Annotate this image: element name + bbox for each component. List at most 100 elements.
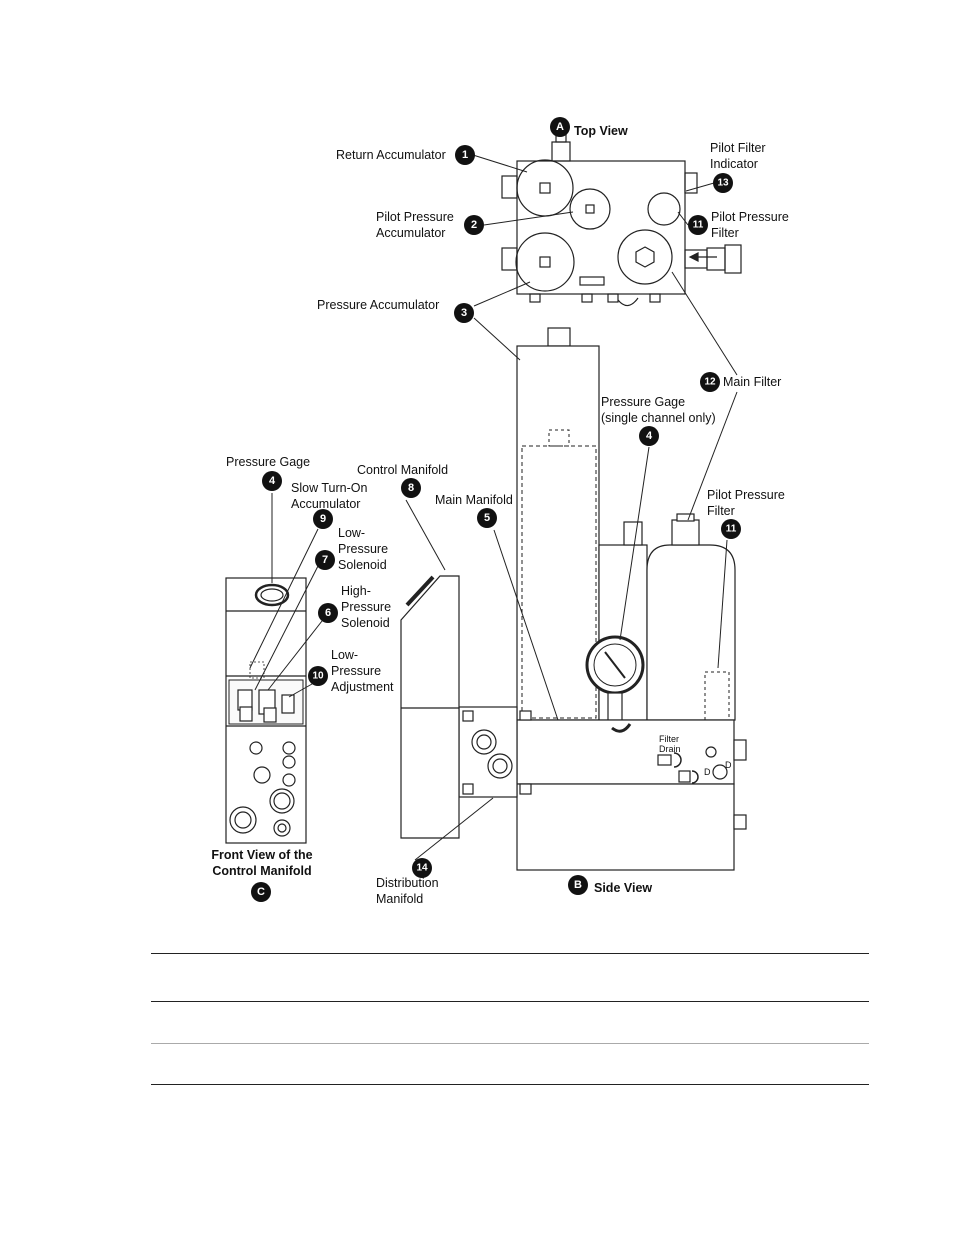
callout-marker-5: 5	[477, 508, 497, 528]
callout-markers: A B C 1 2 3 13 11 12 4 4 9 7 6 10 8 5 11…	[251, 117, 741, 902]
label-pilot-pressure-accumulator-1: Pilot Pressure	[376, 210, 454, 224]
svg-text:13: 13	[717, 178, 729, 189]
svg-text:7: 7	[322, 554, 328, 566]
callout-marker-10: 10	[308, 666, 328, 686]
accumulator-cap	[547, 327, 571, 347]
svg-text:A: A	[556, 121, 564, 133]
svg-text:4: 4	[269, 475, 276, 487]
callout-marker-4-front: 4	[262, 471, 282, 491]
label-low-pressure-adjustment-2: Pressure	[331, 664, 381, 678]
label-pilot-pressure-accumulator-2: Accumulator	[376, 226, 445, 240]
pressure-accumulator-shape	[515, 232, 575, 292]
accumulator-hidden	[521, 445, 597, 719]
pilot-pressure-accumulator-shape	[569, 188, 611, 230]
top-view-label: Top View	[574, 124, 628, 138]
label-pressure-gage-side-1: Pressure Gage	[601, 395, 685, 409]
elbow	[611, 723, 632, 733]
label-slow-turn-on-1: Slow Turn-On	[291, 481, 367, 495]
filter-drain-port	[657, 754, 672, 766]
label-control-manifold: Control Manifold	[357, 463, 448, 477]
label-pilot-pressure-filter-top-2: Filter	[711, 226, 739, 240]
fitting	[649, 293, 661, 303]
label-filter-drain-2: Drain	[659, 744, 681, 754]
callout-marker-3: 3	[454, 303, 474, 323]
arrow-head	[688, 252, 699, 262]
fitting	[607, 293, 619, 303]
label-main-manifold: Main Manifold	[435, 493, 513, 507]
svg-text:B: B	[574, 879, 582, 891]
view-marker-a: A	[550, 117, 570, 137]
hex-nut	[635, 246, 655, 268]
front-view-label-2: Control Manifold	[212, 864, 311, 878]
view-marker-b: B	[568, 875, 588, 895]
label-low-pressure-solenoid-3: Solenoid	[338, 558, 387, 572]
top-view	[501, 133, 742, 307]
svg-text:5: 5	[484, 512, 490, 524]
control-manifold-body	[400, 575, 460, 839]
svg-text:6: 6	[325, 607, 331, 619]
svg-text:12: 12	[704, 377, 716, 388]
label-pilot-filter-indicator-2: Indicator	[710, 157, 758, 171]
label-pilot-filter-indicator-1: Pilot Filter	[710, 141, 766, 155]
svg-text:1: 1	[462, 149, 468, 161]
label-main-filter: Main Filter	[723, 375, 781, 389]
table-rule-bottom	[151, 1084, 869, 1085]
fitting	[501, 175, 518, 199]
callout-marker-7: 7	[315, 550, 335, 570]
callout-marker-6: 6	[318, 603, 338, 623]
fitting	[724, 244, 742, 274]
table-rule-top	[151, 953, 869, 954]
svg-text:8: 8	[408, 482, 414, 494]
main-filter-cap	[671, 519, 700, 546]
svg-text:2: 2	[471, 219, 477, 231]
table-rule-header	[151, 1001, 869, 1002]
fitting	[684, 172, 698, 194]
callout-marker-2: 2	[464, 215, 484, 235]
side-view	[400, 327, 747, 871]
label-pressure-gage-side-2: (single channel only)	[601, 411, 716, 425]
label-filter-drain-1: Filter	[659, 734, 679, 744]
main-filter-shape	[617, 229, 673, 285]
fitting	[501, 247, 518, 271]
label-low-pressure-solenoid-1: Low-	[338, 526, 365, 540]
callout-marker-1: 1	[455, 145, 475, 165]
svg-text:11: 11	[693, 220, 704, 231]
label-d-port-2: D	[725, 760, 732, 770]
svg-text:10: 10	[312, 671, 324, 682]
side-view-base	[516, 783, 735, 871]
front-gage	[254, 583, 290, 607]
pilot-filter-indicator-shape	[647, 192, 681, 226]
callout-marker-4-side: 4	[639, 426, 659, 446]
label-pressure-gage-front: Pressure Gage	[226, 455, 310, 469]
label-low-pressure-adjustment-3: Adjustment	[331, 680, 394, 694]
label-low-pressure-solenoid-2: Pressure	[338, 542, 388, 556]
control-manifold-handle	[405, 575, 435, 607]
callout-marker-13: 13	[713, 173, 733, 193]
gage-stem	[607, 692, 623, 721]
svg-text:4: 4	[646, 430, 653, 442]
callout-marker-9: 9	[313, 509, 333, 529]
callout-marker-12: 12	[700, 372, 720, 392]
side-fitting	[623, 521, 643, 546]
label-high-pressure-solenoid-3: Solenoid	[341, 616, 390, 630]
front-view-label-1: Front View of the	[211, 848, 312, 862]
callout-marker-8: 8	[401, 478, 421, 498]
labels: Top View Side View Front View of the Con…	[211, 124, 788, 906]
label-pressure-accumulator: Pressure Accumulator	[317, 298, 439, 312]
label-slow-turn-on-2: Accumulator	[291, 497, 360, 511]
fitting	[551, 141, 571, 162]
nameplate	[579, 276, 605, 286]
front-view	[225, 577, 307, 844]
label-d-port-1: D	[704, 767, 711, 777]
label-low-pressure-adjustment-1: Low-	[331, 648, 358, 662]
table-rule-row	[151, 1043, 869, 1044]
side-view-label: Side View	[594, 881, 652, 895]
label-high-pressure-solenoid-1: High-	[341, 584, 371, 598]
callout-marker-11-top: 11	[688, 215, 708, 235]
svg-text:3: 3	[461, 307, 467, 319]
svg-text:14: 14	[416, 863, 428, 874]
side-block	[598, 544, 648, 721]
top-view-block	[516, 160, 686, 295]
callout-marker-14: 14	[412, 858, 432, 878]
